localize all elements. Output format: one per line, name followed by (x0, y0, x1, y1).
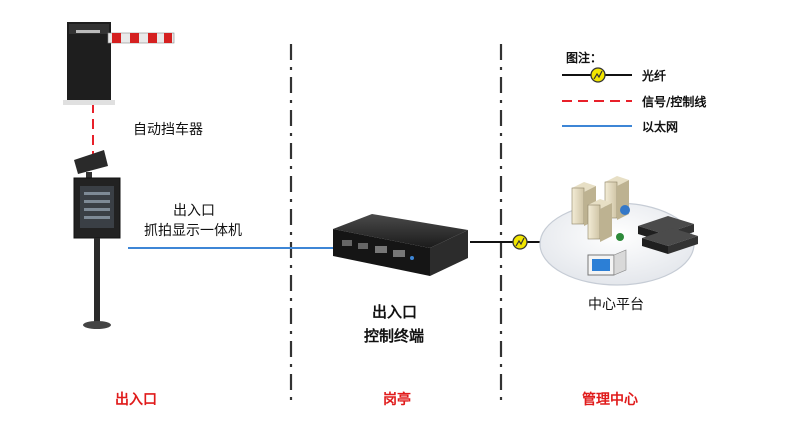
fiber-marker-icon (512, 234, 528, 250)
control-terminal-label-line1: 出入口 (372, 303, 418, 321)
barrier-gate-icon (63, 22, 175, 105)
server-cluster-icon (539, 176, 698, 286)
barrier-gate-label: 自动挡车器 (133, 122, 203, 138)
legend-fiber-marker-icon (590, 67, 606, 83)
legend-item-signal: 信号/控制线 (642, 95, 707, 109)
zone-label-management-center: 管理中心 (582, 392, 638, 408)
capture-terminal-label-line1: 出入口 (173, 203, 215, 219)
capture-display-terminal-icon (73, 150, 121, 329)
capture-terminal-label-line2: 抓拍显示一体机 (144, 223, 242, 239)
control-terminal-label-line2: 控制终端 (364, 327, 425, 345)
zone-label-guard-booth: 岗亭 (383, 392, 411, 408)
legend-title: 图注： (566, 51, 603, 65)
center-platform-label: 中心平台 (588, 297, 644, 313)
legend-item-ethernet: 以太网 (642, 120, 679, 134)
control-terminal-box-icon (333, 214, 468, 276)
zone-label-entrance: 出入口 (115, 392, 157, 408)
legend-item-fiber: 光纤 (642, 69, 667, 83)
